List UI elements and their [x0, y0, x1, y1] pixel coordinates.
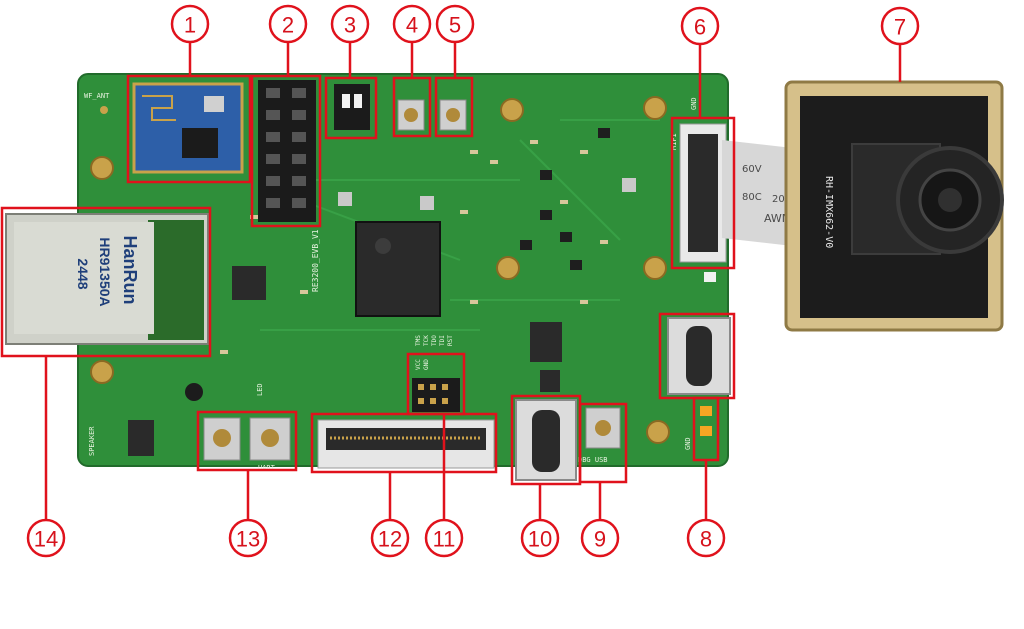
callout-12: 12: [370, 518, 410, 558]
svg-text:14: 14: [34, 527, 58, 552]
dip-switch: [334, 84, 370, 130]
svg-text:2: 2: [282, 13, 294, 38]
ic-chip: [540, 370, 560, 392]
button-dbg[interactable]: [585, 407, 621, 449]
callout-6: 6: [680, 6, 720, 46]
mounting-hole: [646, 420, 670, 444]
mounting-hole: [496, 256, 520, 280]
svg-text:9: 9: [594, 527, 606, 552]
callout-box-6: [670, 116, 736, 270]
callout-14: 14: [26, 518, 66, 558]
ic-chip: [128, 420, 154, 456]
callout-box-2: [250, 74, 322, 228]
svg-text:12: 12: [378, 527, 402, 552]
callout-7: 7: [880, 6, 920, 46]
wifi-ant-label: WF_ANT: [84, 92, 110, 100]
jtag-header: [412, 378, 460, 412]
callout-2: 2: [268, 4, 308, 44]
svg-text:11: 11: [433, 527, 456, 552]
callout-10: 10: [520, 518, 560, 558]
dbg-usb-label: DBG USB: [578, 456, 608, 464]
cable-label: 80C: [742, 192, 762, 203]
callout-5: 5: [435, 4, 475, 44]
svg-text:3: 3: [344, 13, 356, 38]
callout-11: 11: [424, 518, 464, 558]
jtag-pin-label: TMS: [415, 335, 422, 346]
callout-leaders: [44, 42, 902, 520]
ic-chip: [338, 192, 352, 206]
cable-label: 20G: [772, 194, 792, 205]
user-buttons[interactable]: [203, 417, 291, 461]
jtag-pin-labels: VCC GND TMS TCK TDO TDI RST: [415, 335, 454, 370]
audio-chip: [232, 266, 266, 300]
fpc-connector: [317, 419, 495, 469]
mipi-label: MIPI: [670, 133, 678, 150]
callout-13: 13: [228, 518, 268, 558]
gnd-label-top: GND: [690, 97, 698, 110]
svg-text:5: 5: [449, 13, 461, 38]
callout-8: 8: [686, 518, 726, 558]
wifi-module: [100, 82, 244, 174]
mounting-hole: [185, 383, 203, 401]
cable-label: AWM: [764, 212, 791, 225]
callout-9: 9: [580, 518, 620, 558]
pcb-board: RE3200_EVB_V1 WF_ANT GND GND MIPI SPEAKE…: [77, 73, 731, 481]
rj45-model: HR91350A: [97, 237, 113, 306]
mounting-hole: [90, 360, 114, 384]
mounting-hole: [643, 96, 667, 120]
svg-text:6: 6: [694, 15, 706, 40]
svg-text:7: 7: [894, 15, 906, 40]
power-chip: [530, 322, 562, 362]
button-rst[interactable]: [397, 99, 425, 131]
jtag-pin-label: TDO: [431, 335, 438, 346]
svg-text:13: 13: [236, 527, 260, 552]
rj45-code: 2448: [75, 258, 91, 289]
mounting-hole: [90, 156, 114, 180]
mounting-hole: [500, 98, 524, 122]
uart-label: UART: [258, 464, 276, 472]
rj45-brand: HanRun: [120, 236, 140, 305]
jtag-pin-label: VCC: [415, 359, 422, 370]
callout-1: 1: [170, 4, 210, 44]
speaker-label: SPEAKER: [88, 426, 96, 456]
ic-chip: [622, 178, 636, 192]
usb-c-dbg[interactable]: [515, 399, 577, 481]
board-name-label: RE3200_EVB_V1: [311, 229, 320, 292]
callout-3: 3: [330, 4, 370, 44]
svg-text:10: 10: [528, 527, 552, 552]
led-indicators: [700, 272, 716, 436]
gnd-label-bottom: GND: [684, 437, 692, 450]
svg-text:1: 1: [184, 13, 196, 38]
pin-header: [258, 80, 316, 222]
camera-label: RH-IMX662-V0: [823, 176, 834, 248]
main-soc-chip: [355, 221, 441, 317]
jtag-pin-label: RST: [447, 335, 454, 346]
jtag-pin-label: TDI: [439, 335, 446, 346]
callout-box-14: [0, 206, 212, 358]
svg-text:8: 8: [700, 527, 712, 552]
rj45-jack: HanRun HR91350A 2448: [5, 213, 209, 345]
button-boot[interactable]: [439, 99, 467, 131]
callout-4: 4: [392, 4, 432, 44]
callout-circles: 1 2 3 4 5 6 7 8 9 10 11 12 13 14: [26, 4, 920, 558]
callout-box-10: [510, 394, 582, 486]
cable-label: 60V: [742, 164, 762, 175]
svg-text:4: 4: [406, 13, 418, 38]
jtag-pin-label: GND: [423, 359, 430, 370]
mipi-connector: [679, 123, 727, 263]
jtag-pin-label: TCK: [423, 335, 430, 346]
ic-chip: [420, 196, 434, 210]
usb-c-power[interactable]: [667, 317, 731, 395]
callout-box-12: [310, 412, 498, 474]
led-label: LED: [256, 383, 264, 396]
camera-module: RH-IMX662-V0: [784, 80, 1004, 332]
mounting-hole: [643, 256, 667, 280]
